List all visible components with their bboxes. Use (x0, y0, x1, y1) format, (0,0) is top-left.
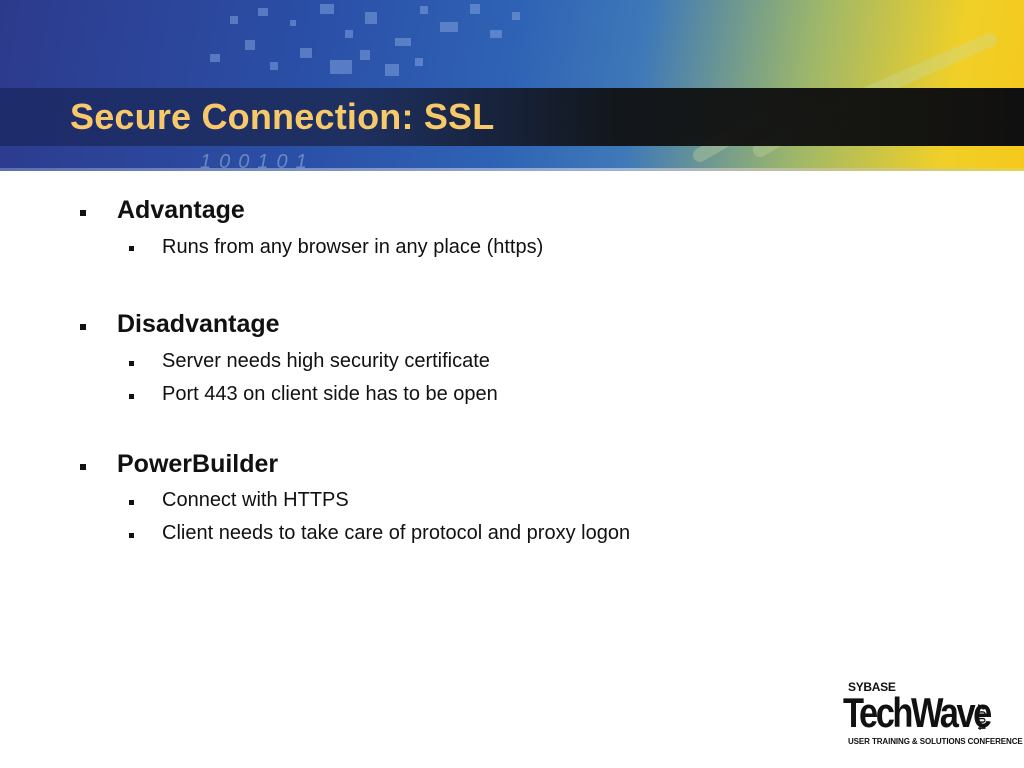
list-item: Server needs high security certificate (162, 350, 490, 372)
logo-tagline: USER TRAINING & SOLUTIONS CONFERENCE (848, 737, 1023, 746)
binary-digits: 100101 (200, 151, 315, 171)
logo-brand: TechWave (843, 689, 992, 736)
title-band (0, 88, 1024, 146)
bullet-icon (80, 210, 86, 216)
section-heading-advantage: Advantage (117, 196, 245, 224)
techwave-logo: SYBASE TechWave 2004 USER TRAINING & SOL… (843, 678, 1023, 748)
sub-bullet-icon (129, 246, 134, 251)
list-item: Client needs to take care of protocol an… (162, 522, 631, 544)
header-banner: 100101 Secure Connection: SSL (0, 0, 1024, 171)
sub-bullet-icon (129, 533, 134, 538)
logo-year: 2004 (975, 704, 987, 731)
sub-bullet-icon (129, 394, 134, 399)
list-item: Runs from any browser in any place (http… (162, 236, 544, 258)
section-heading-powerbuilder: PowerBuilder (117, 450, 279, 478)
bullet-icon (80, 324, 86, 330)
logo-company: SYBASE (848, 680, 896, 694)
slide-title: Secure Connection: SSL (70, 96, 495, 137)
list-item: Connect with HTTPS (162, 489, 349, 511)
list-item: Port 443 on client side has to be open (162, 383, 498, 405)
sub-bullet-icon (129, 361, 134, 366)
sub-bullet-icon (129, 500, 134, 505)
bullet-icon (80, 464, 86, 470)
section-heading-disadvantage: Disadvantage (117, 310, 280, 338)
header-bottom-line (0, 168, 1024, 171)
